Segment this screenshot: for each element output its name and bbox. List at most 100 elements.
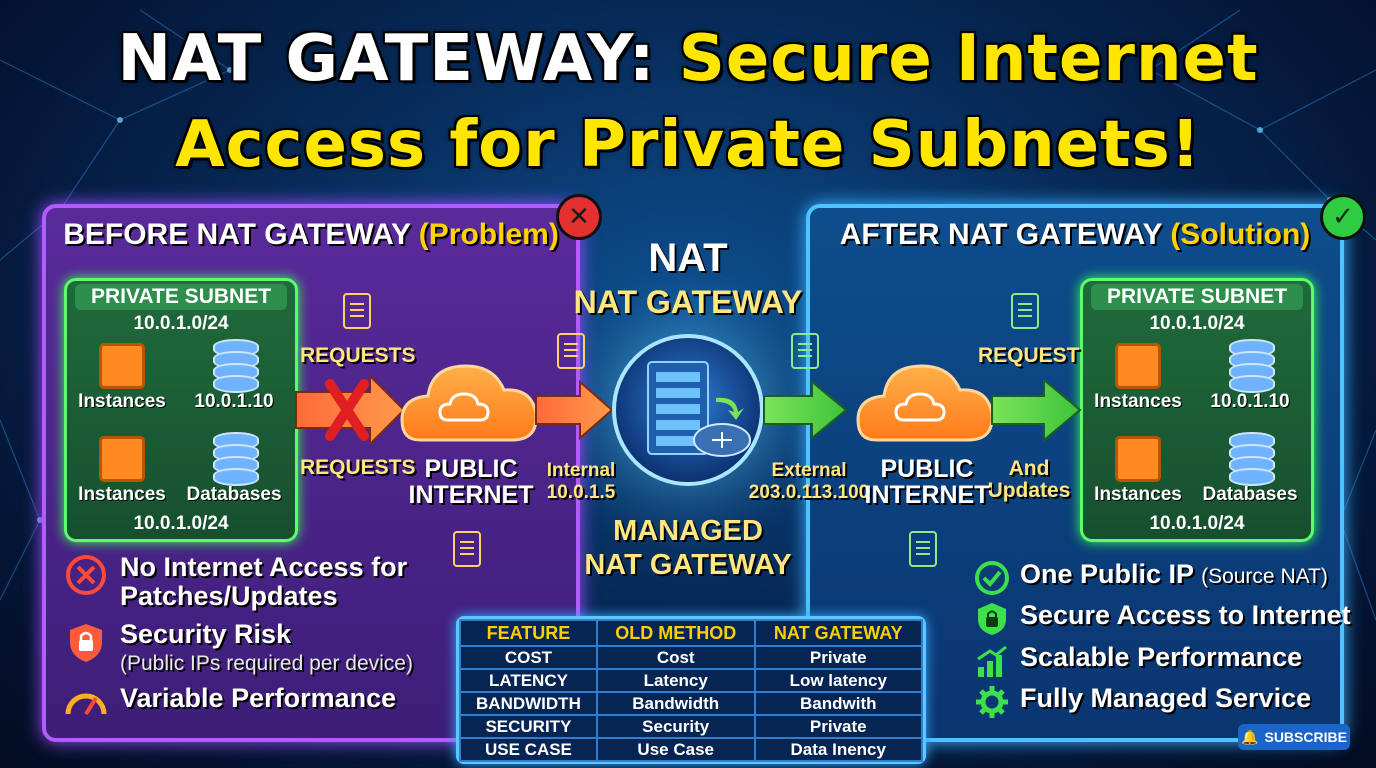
subnet-cidr-bottom: 10.0.1.0/24 <box>1149 513 1245 534</box>
cpu-chip-icon <box>1110 436 1162 482</box>
block-x-icon <box>325 379 369 441</box>
growth-chart-icon <box>977 645 1007 677</box>
table-cell: COST <box>459 645 598 670</box>
bell-icon: 🔔 <box>1241 728 1259 745</box>
item-label: Instances <box>78 391 166 412</box>
item-label: Instances <box>78 484 166 505</box>
gear-icon <box>976 686 1008 718</box>
subnet-cidr-top: 10.0.1.0/24 <box>133 313 229 334</box>
external-label: External <box>771 460 847 481</box>
public-internet-label-right: PUBLIC INTERNET <box>864 456 990 508</box>
table-header-cell: OLD METHOD <box>595 619 756 647</box>
internal-arrow <box>535 379 614 441</box>
cloud-label-line1: PUBLIC <box>880 455 974 483</box>
table-header-cell: FEATURE <box>459 619 598 647</box>
subnet-database: Databases <box>1195 432 1305 506</box>
public-internet-cloud-icon <box>400 364 538 442</box>
database-icon <box>1229 339 1275 393</box>
title-yellow-text: Secure Internet <box>678 22 1259 96</box>
subscribe-button[interactable]: 🔔 SUBSCRIBE <box>1238 724 1350 750</box>
bullet-text: Secure Access to Internet <box>1020 600 1351 630</box>
internal-ip-label: Internal 10.0.1.5 <box>538 460 624 504</box>
bullet-text-2: Patches/Updates <box>120 581 338 611</box>
public-internet-cloud-icon <box>856 364 994 442</box>
item-label: Instances <box>1094 391 1182 412</box>
subnet-instance: Instances <box>1083 343 1193 413</box>
table-cell: Use Case <box>595 737 756 762</box>
document-icon <box>557 333 585 369</box>
subscribe-label: SUBSCRIBE <box>1264 729 1347 745</box>
bullet-text: Fully Managed Service <box>1020 683 1312 713</box>
problem-x-icon: ✕ <box>556 194 602 240</box>
bullet-no-internet: No Internet Access for Patches/Updates <box>64 553 407 611</box>
title-yellow-text-2: Access for Private Subnets! <box>175 108 1201 182</box>
bullet-subtext: (Public IPs required per device) <box>120 652 413 675</box>
subnet-title: PRIVATE SUBNET <box>1091 284 1303 310</box>
bullet-text: Security Risk <box>120 619 292 649</box>
after-heading: AFTER NAT GATEWAY (Solution) <box>810 218 1340 252</box>
table-row: SECURITY Security Private <box>459 714 924 739</box>
subnet-database: 10.0.1.10 <box>179 339 289 413</box>
table-cell: Data Inency <box>753 737 924 762</box>
external-ip-label: External 203.0.113.100 <box>748 460 870 504</box>
bullet-text: No Internet Access for <box>120 552 408 582</box>
table-cell: Low latency <box>753 668 924 693</box>
table-row: BANDWIDTH Bandwidth Bandwith <box>459 691 924 716</box>
cloud-label-line2: INTERNET <box>408 481 534 509</box>
blocked-circle-icon <box>66 555 106 595</box>
comparison-table: FEATURE OLD METHOD NAT GATEWAY COST Cost… <box>456 616 926 764</box>
cloud-label-line1: PUBLIC <box>424 455 518 483</box>
item-label: 10.0.1.10 <box>194 391 274 412</box>
bullet-subtext: (Source NAT) <box>1201 565 1328 588</box>
and-updates-line2: Updates <box>987 479 1071 502</box>
table-cell: USE CASE <box>459 737 598 762</box>
table-row: COST Cost Private <box>459 645 924 670</box>
table-cell: SECURITY <box>459 714 598 739</box>
table-cell: Security <box>595 714 756 739</box>
item-label: Databases <box>186 484 282 505</box>
external-arrow <box>763 379 848 441</box>
external-ip: 203.0.113.100 <box>748 482 870 503</box>
database-icon <box>213 432 259 486</box>
subnet-database: 10.0.1.10 <box>1195 339 1305 413</box>
table-cell: Bandwith <box>753 691 924 716</box>
private-subnet-after: PRIVATE SUBNET 10.0.1.0/24 Instances 10.… <box>1080 278 1314 542</box>
subnet-cidr-bottom: 10.0.1.0/24 <box>133 513 229 534</box>
bullet-one-public-ip: One Public IP (Source NAT) <box>974 560 1328 596</box>
solution-check-icon: ✓ <box>1320 194 1366 240</box>
item-label: Instances <box>1094 484 1182 505</box>
item-label: Databases <box>1202 484 1298 505</box>
bullet-security-risk: Security Risk (Public IPs required per d… <box>64 620 413 678</box>
table-header-row: FEATURE OLD METHOD NAT GATEWAY <box>459 619 924 647</box>
subnet-title: PRIVATE SUBNET <box>75 284 287 310</box>
cpu-chip-icon <box>94 343 146 389</box>
private-subnet-before: PRIVATE SUBNET 10.0.1.0/24 Instances 10.… <box>64 278 298 542</box>
table-header-cell: NAT GATEWAY <box>753 619 924 647</box>
subnet-instance: Instances <box>67 436 177 506</box>
after-heading-sub: (Solution) <box>1170 218 1311 251</box>
page-title-line1: NAT GATEWAY: Secure Internet <box>0 20 1376 98</box>
nat-top-label: NAT <box>648 236 728 280</box>
internal-ip: 10.0.1.5 <box>546 482 616 503</box>
after-heading-text: AFTER NAT GATEWAY <box>839 218 1162 251</box>
request-label: REQUEST <box>978 344 1080 367</box>
and-updates-label: And Updates <box>984 458 1074 502</box>
bullet-secure-access: Secure Access to Internet <box>974 601 1351 637</box>
nat-gateway-server-icon <box>612 334 764 486</box>
document-icon <box>453 531 481 567</box>
cpu-chip-icon <box>1110 343 1162 389</box>
table-cell: LATENCY <box>459 668 598 693</box>
internal-label: Internal <box>546 460 616 481</box>
cpu-chip-icon <box>94 436 146 482</box>
item-label: 10.0.1.10 <box>1210 391 1290 412</box>
document-icon <box>1011 293 1039 329</box>
table-cell: Private <box>753 645 924 670</box>
response-arrow <box>991 377 1082 443</box>
bullet-text: One Public IP <box>1020 559 1194 589</box>
table-row: USE CASE Use Case Data Inency <box>459 737 924 762</box>
check-circle-icon <box>975 561 1009 595</box>
bullet-variable-performance: Variable Performance <box>64 684 396 718</box>
bullet-text: Variable Performance <box>120 683 397 713</box>
document-icon <box>909 531 937 567</box>
